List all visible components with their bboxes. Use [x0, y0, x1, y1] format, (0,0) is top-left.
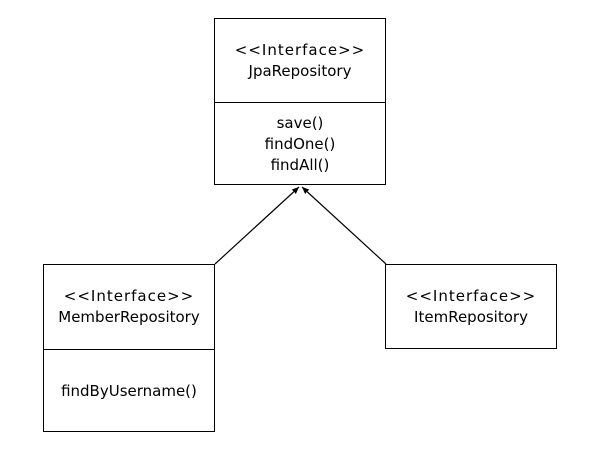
inheritance-line-item — [301, 186, 387, 265]
stereotype-label: <<Interface>> — [63, 287, 195, 305]
class-name: JpaRepository — [248, 61, 352, 80]
methods-compartment: save() findOne() findAll() — [215, 103, 385, 185]
method-list: save() findOne() findAll() — [265, 113, 336, 176]
stereotype-label: <<Interface>> — [234, 40, 366, 59]
stereotype-label: <<Interface>> — [405, 286, 537, 305]
class-header: <<Interface>> MemberRepository — [44, 265, 214, 349]
class-header: <<Interface>> ItemRepository — [386, 265, 556, 348]
inheritance-line-member — [214, 186, 300, 265]
method-find-one: findOne() — [264, 134, 336, 153]
method-list: findByUsername() — [61, 381, 197, 402]
method-find-all: findAll() — [270, 155, 330, 174]
class-name: MemberRepository — [58, 308, 200, 326]
class-box-item-repository[interactable]: <<Interface>> ItemRepository — [385, 264, 557, 349]
class-header: <<Interface>> JpaRepository — [215, 19, 385, 102]
class-name: ItemRepository — [414, 307, 528, 326]
compartment-divider — [215, 102, 385, 103]
methods-compartment: findByUsername() — [44, 350, 214, 432]
method-save: save() — [276, 113, 324, 132]
class-box-jpa-repository[interactable]: <<Interface>> JpaRepository save() findO… — [214, 18, 386, 185]
class-box-member-repository[interactable]: <<Interface>> MemberRepository findByUse… — [43, 264, 215, 432]
method-find-by-username: findByUsername() — [61, 381, 197, 400]
compartment-divider — [44, 349, 214, 350]
